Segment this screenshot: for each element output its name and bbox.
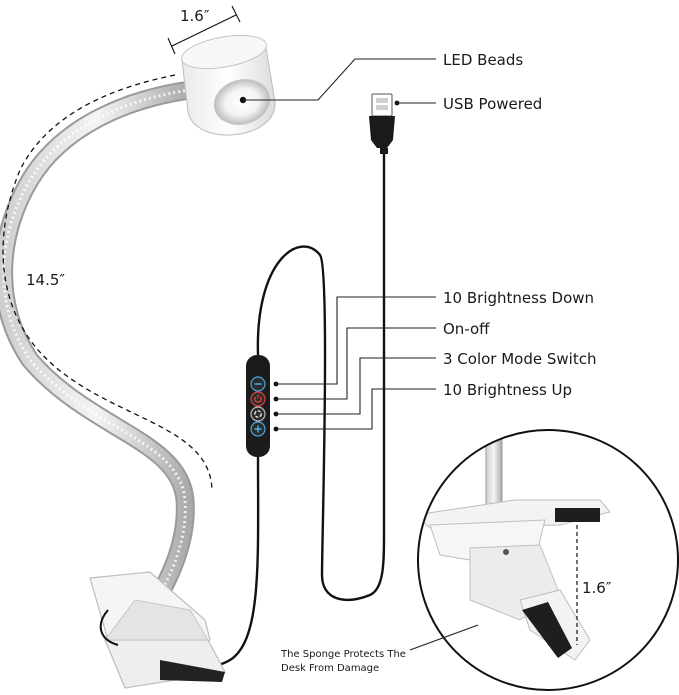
led-beads-label: LED Beads: [443, 51, 523, 69]
on-off-label: On-off: [443, 320, 490, 338]
sponge-pad-bottom: [522, 602, 572, 658]
power-icon: [254, 396, 262, 403]
lamp-head: [181, 34, 276, 136]
color-mode-button[interactable]: [250, 406, 266, 422]
neck-length-label: 14.5″: [26, 271, 65, 289]
sponge-label-line2: Desk From Damage: [281, 663, 379, 674]
brightness-up-button[interactable]: [250, 421, 266, 437]
sponge-callout: The Sponge Protects The Desk From Damage: [280, 624, 479, 674]
neck-length-dashline: [2, 74, 213, 491]
gooseneck-arm: [0, 80, 200, 620]
callout-leaders: [240, 58, 436, 432]
sponge-pad-top: [555, 508, 600, 522]
power-cable: [159, 150, 386, 669]
head-width-label: 1.6″: [180, 7, 210, 25]
plus-icon: [254, 425, 262, 433]
sponge-label-line1: The Sponge Protects The: [280, 649, 406, 660]
inline-controller: [246, 355, 270, 457]
usb-powered-label: USB Powered: [443, 95, 542, 113]
brightness-up-label: 10 Brightness Up: [443, 381, 572, 399]
usb-plug: [369, 93, 395, 154]
desk-clip: [89, 571, 226, 689]
clip-opening-label: 1.6″: [582, 579, 612, 597]
clip-detail-view: [417, 429, 679, 691]
brightness-down-button[interactable]: [250, 376, 266, 392]
color-mode-label: 3 Color Mode Switch: [443, 350, 596, 368]
mode-icon: [254, 410, 262, 418]
head-width-dimension: 1.6″: [167, 5, 241, 55]
brightness-down-label: 10 Brightness Down: [443, 289, 594, 307]
clip-opening-dimension: 1.6″: [576, 525, 612, 645]
power-button[interactable]: [250, 391, 266, 407]
